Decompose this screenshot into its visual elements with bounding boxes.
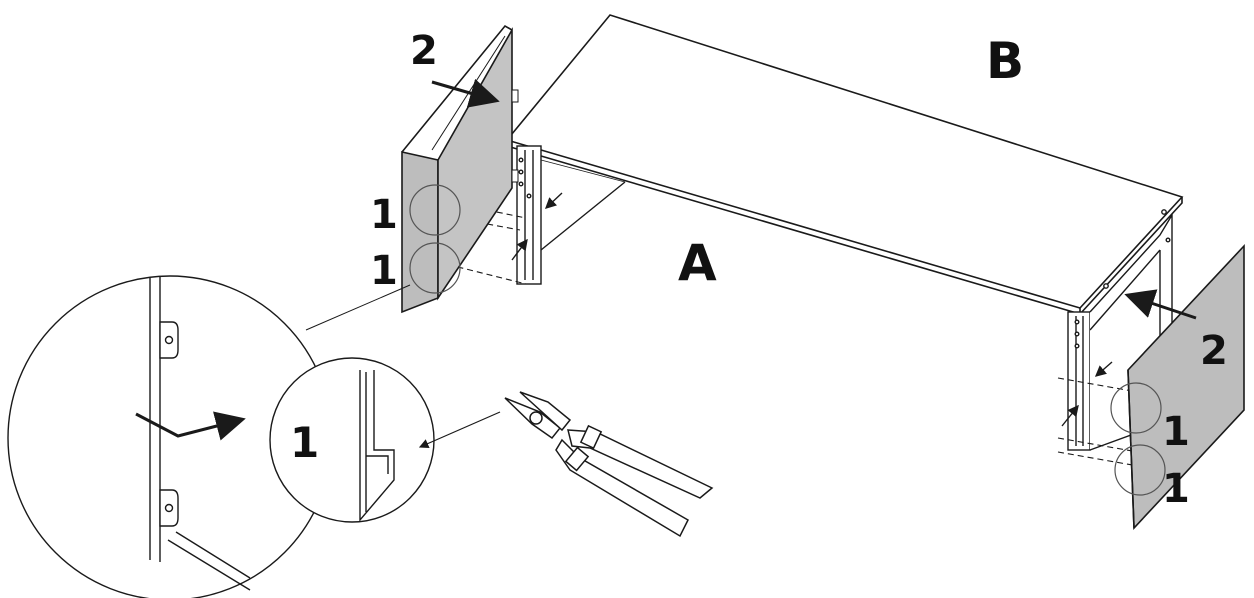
right-step-1-top-label: 1	[1162, 409, 1190, 455]
left-step-1-bottom-label: 1	[370, 248, 398, 294]
left-leg-arrow-bottom-icon	[511, 238, 528, 261]
left-step-2-arrow-icon	[431, 78, 500, 108]
zoom-leader-line	[305, 284, 411, 331]
right-leg-arrow-top-icon	[1094, 361, 1113, 377]
left-leg-frame	[516, 145, 626, 285]
right-step-1-bottom-label: 1	[1162, 466, 1190, 512]
right-highlight-circle-top	[1110, 382, 1162, 434]
side-b-label: B	[986, 32, 1024, 90]
right-alignment-lines	[1057, 377, 1139, 467]
left-step-1-top-label: 1	[370, 192, 398, 238]
right-step-2-arrow-icon	[1124, 289, 1197, 320]
side-a-label: A	[678, 234, 717, 292]
right-highlight-circle-bottom	[1114, 444, 1166, 496]
zoom-detail-large	[7, 275, 333, 598]
right-leg-arrow-bottom-icon	[1061, 404, 1079, 427]
detail-step-label: 1	[290, 418, 319, 467]
left-step-2-label: 2	[410, 28, 438, 74]
right-side-panel	[1127, 243, 1245, 530]
right-step-2-label: 2	[1200, 328, 1228, 374]
zoom-detail-small	[269, 357, 501, 523]
left-leg-arrow-top-icon	[544, 192, 563, 209]
pliers-icon	[504, 391, 714, 538]
left-highlight-circle-bottom	[409, 242, 461, 294]
left-highlight-circle-top	[409, 184, 461, 236]
table-top	[505, 14, 1184, 315]
